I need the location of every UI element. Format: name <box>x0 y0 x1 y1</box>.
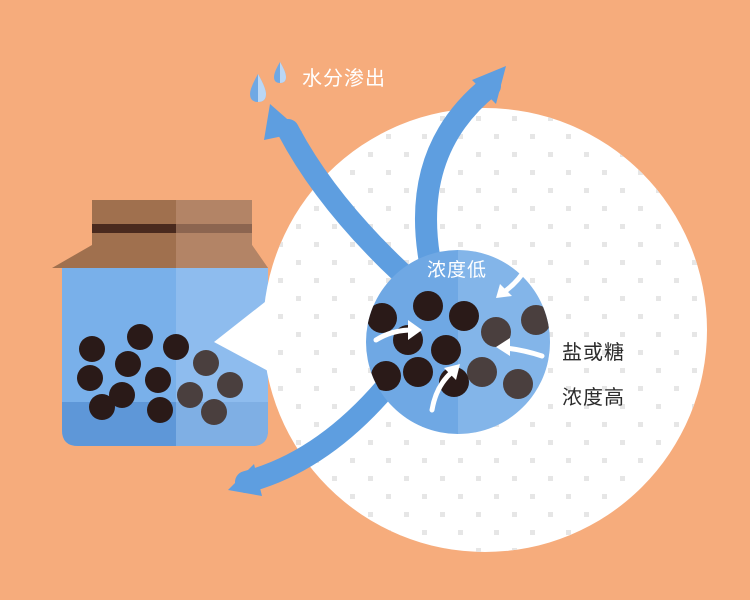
drop-large-highlight <box>258 74 266 102</box>
bean <box>115 351 141 377</box>
salt-or-sugar-label: 盐或糖 <box>562 340 625 364</box>
low-concentration-label: 浓度低 <box>427 259 488 281</box>
water-out-label: 水分渗出 <box>302 66 386 90</box>
bean <box>403 357 433 387</box>
jar-lid-highlight <box>176 200 252 245</box>
bean <box>193 350 219 376</box>
inner-arrow-bottom <box>429 369 455 413</box>
bean <box>145 367 171 393</box>
bean <box>449 301 479 331</box>
water-drops-icon <box>250 62 286 102</box>
arrow-upper-left <box>277 119 431 301</box>
bean <box>77 365 103 391</box>
arrow-upper-right <box>415 75 501 273</box>
high-concentration-label: 浓度高 <box>562 385 625 409</box>
lens-beans <box>367 291 550 399</box>
water-arrow-heads <box>228 66 506 496</box>
bean <box>127 324 153 350</box>
bean <box>371 361 401 391</box>
arrow-head-upper-right <box>472 66 506 104</box>
magnifier-pointer <box>214 298 270 372</box>
bean <box>413 291 443 321</box>
arrow-head-upper-left <box>264 104 302 140</box>
bean <box>367 303 397 333</box>
bean <box>201 399 227 425</box>
bean <box>147 397 173 423</box>
arrow-head-lower-left <box>228 464 262 496</box>
bean <box>217 372 243 398</box>
bean <box>79 336 105 362</box>
bean <box>503 369 533 399</box>
bean <box>431 335 461 365</box>
bean <box>177 382 203 408</box>
bean <box>109 382 135 408</box>
inner-arrow-heads <box>408 284 512 380</box>
bean <box>521 305 550 335</box>
bean <box>89 394 115 420</box>
bean <box>467 357 497 387</box>
bean <box>481 317 511 347</box>
jar-lid-band <box>92 224 252 233</box>
bean <box>163 334 189 360</box>
jar <box>52 200 268 446</box>
drop-small-highlight <box>280 62 286 83</box>
jar-beans <box>77 324 243 425</box>
jar-shoulder-highlight <box>176 245 268 268</box>
